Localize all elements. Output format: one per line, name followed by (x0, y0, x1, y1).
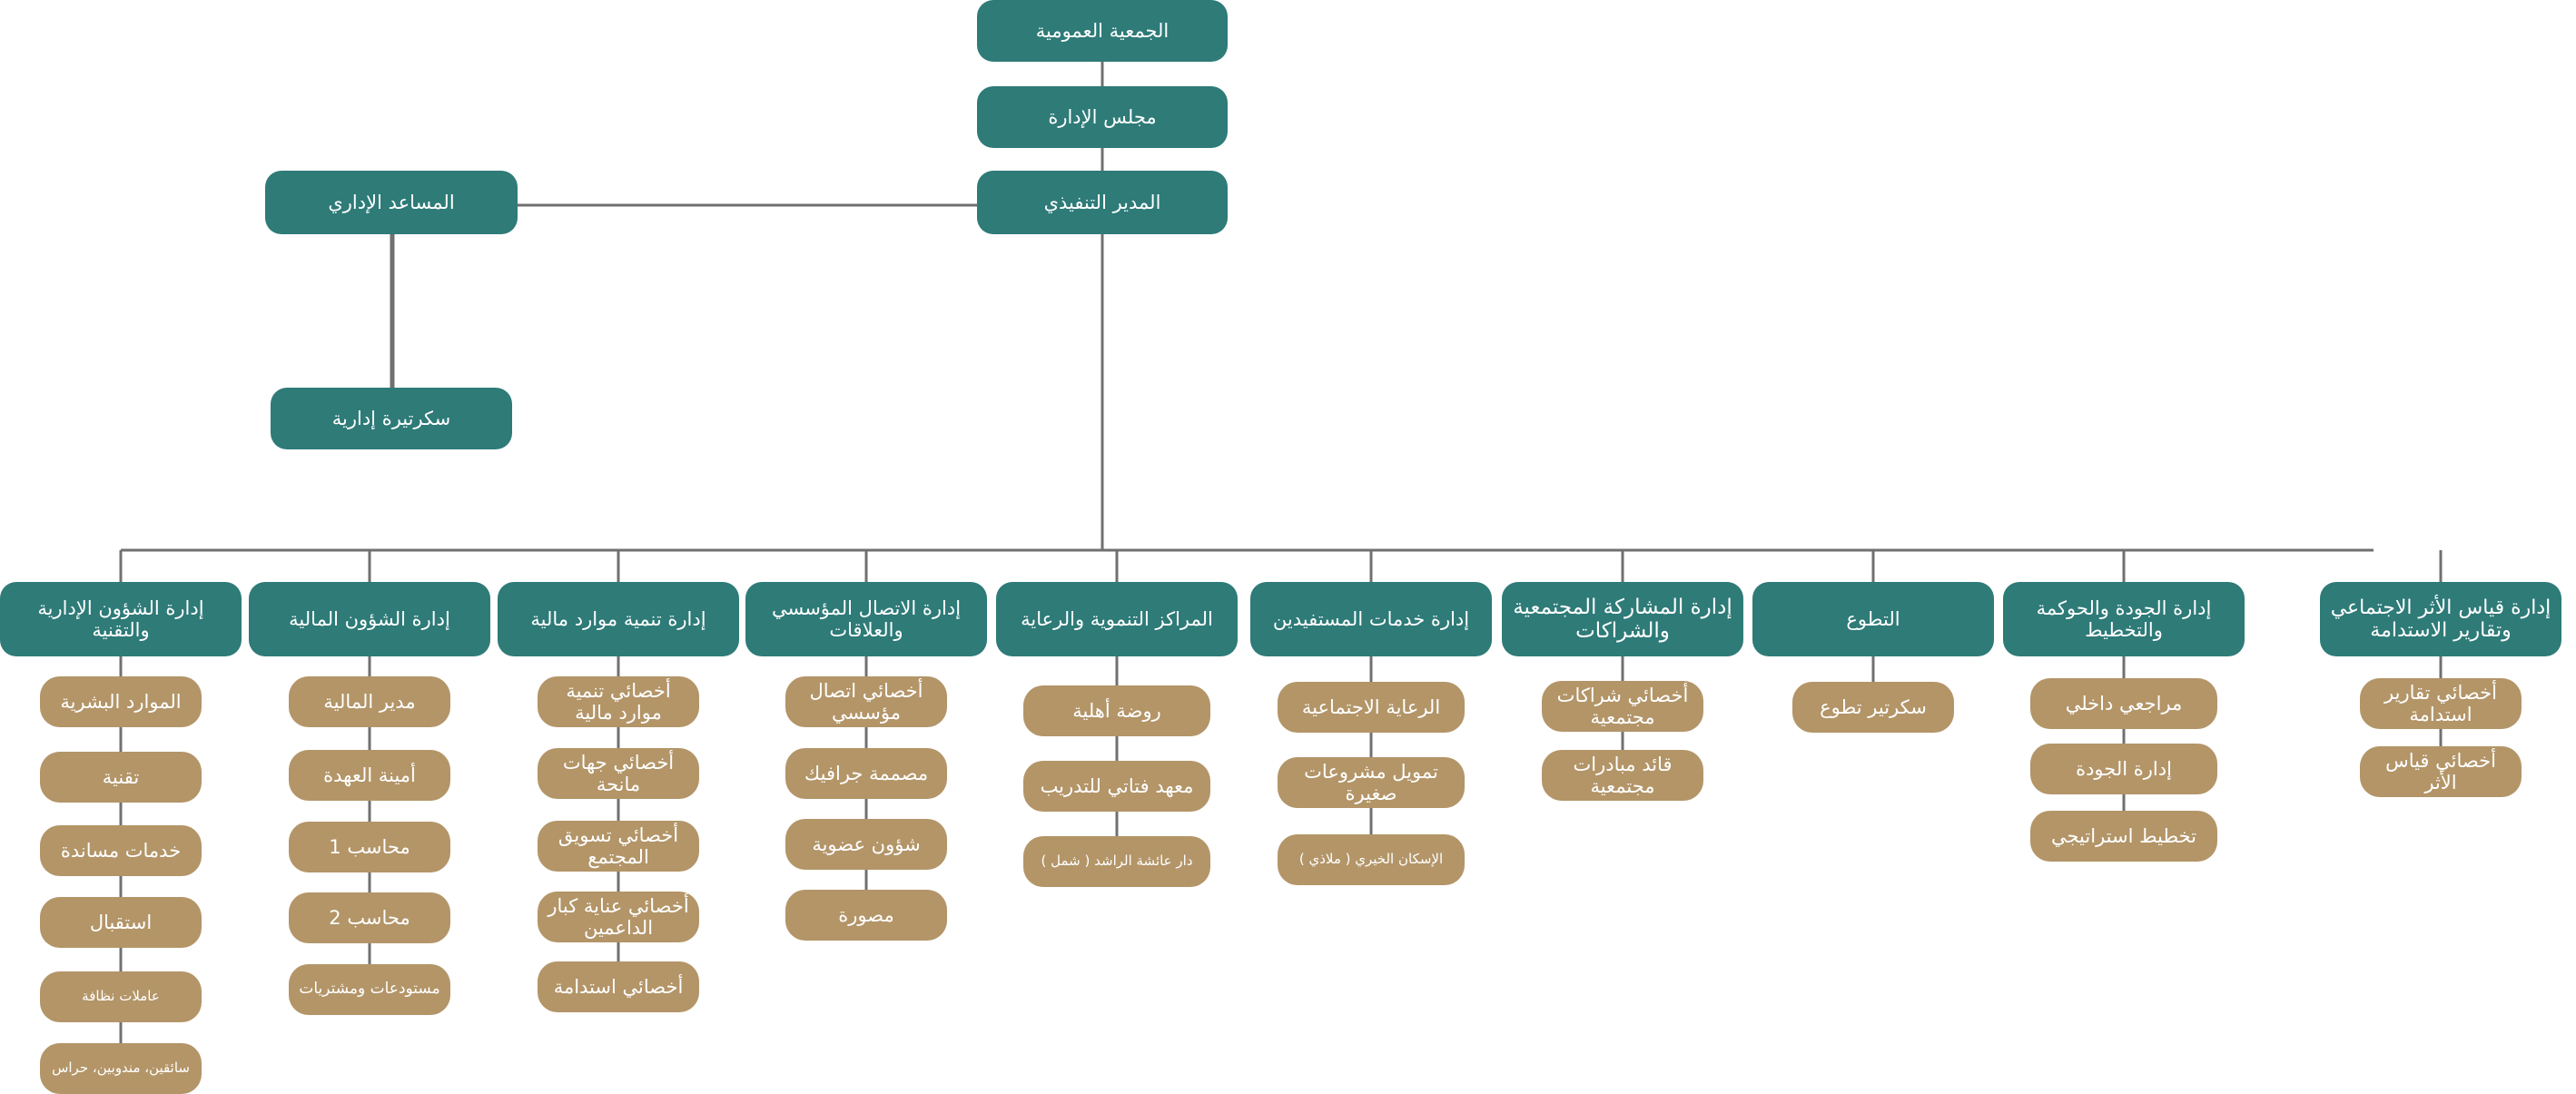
role-box-1-6: سائقين، مندوبين، حراس (40, 1043, 202, 1094)
role-box-8-1: سكرتير تطوع (1792, 682, 1954, 733)
role-box-3-4: أخصائي عناية كبار الداعمين (538, 892, 699, 942)
department-box-10: إدارة قياس الأثر الاجتماعي وتقارير الاست… (2320, 582, 2561, 656)
role-box-10-2: أخصائي قياس الأثر (2360, 746, 2522, 797)
role-box-3-3: أخصائي تسويق المجتمع (538, 821, 699, 872)
role-box-6-2: تمويل مشروعات صغيرة (1278, 757, 1465, 808)
role-box-3-1: أخصائي تنمية موارد مالية (538, 676, 699, 727)
admin-assistant-box: المساعد الإداري (265, 171, 518, 234)
general-assembly-box: الجمعية العمومية (977, 0, 1228, 62)
admin-secretary-box: سكرتيرة إدارية (271, 388, 512, 449)
role-box-1-4: استقبال (40, 897, 202, 948)
role-box-3-5: أخصائي استدامة (538, 961, 699, 1012)
role-box-2-4: محاسب 2 (289, 892, 450, 943)
role-box-2-5: مستودعات ومشتريات (289, 964, 450, 1015)
role-box-4-2: مصممة جرافيك (785, 748, 947, 799)
role-box-1-3: خدمات مساندة (40, 825, 202, 876)
role-box-10-1: أخصائي تقارير استدامة (2360, 678, 2522, 729)
role-box-1-5: عاملات نظافة (40, 971, 202, 1022)
role-box-1-1: الموارد البشرية (40, 676, 202, 727)
role-box-7-1: أخصائي شراكات مجتمعية (1542, 681, 1703, 732)
role-box-2-2: أمينة العهدة (289, 750, 450, 801)
department-box-1: إدارة الشؤون الإدارية والتقنية (0, 582, 242, 656)
role-box-4-1: أخصائي اتصال مؤسسي (785, 676, 947, 727)
executive-director-box: المدير التنفيذي (977, 171, 1228, 234)
department-box-3: إدارة تنمية موارد مالية (498, 582, 739, 656)
role-box-7-2: قائد مبادرات مجتمعية (1542, 750, 1703, 801)
role-box-3-2: أخصائي جهات مانحة (538, 748, 699, 799)
role-box-6-3: الإسكان الخيري ( ملاذي ) (1278, 834, 1465, 885)
department-box-8: التطوع (1752, 582, 1994, 656)
role-box-6-1: الرعاية الاجتماعية (1278, 682, 1465, 733)
role-box-5-2: معهد فتاتي للتدريب (1023, 761, 1210, 812)
role-box-2-1: مدير المالية (289, 676, 450, 727)
role-box-2-3: محاسب 1 (289, 822, 450, 872)
role-box-9-3: تخطيط استراتيجي (2030, 811, 2217, 862)
department-box-5: المراكز التنموية والرعاية (996, 582, 1238, 656)
role-box-9-1: مراجعي داخلي (2030, 678, 2217, 729)
department-box-9: إدارة الجودة والحوكمة والتخطيط (2003, 582, 2245, 656)
department-box-6: إدارة خدمات المستفيدين (1250, 582, 1492, 656)
role-box-5-1: روضة أهلية (1023, 685, 1210, 736)
role-box-9-2: إدارة الجودة (2030, 744, 2217, 794)
role-box-1-2: تقنية (40, 752, 202, 803)
role-box-4-3: شؤون عضوية (785, 819, 947, 870)
department-box-4: إدارة الاتصال المؤسسي والعلاقات (745, 582, 987, 656)
department-box-7: إدارة المشاركة المجتمعية والشراكات (1502, 582, 1743, 656)
role-box-4-4: مصورة (785, 890, 947, 941)
board-box: مجلس الإدارة (977, 86, 1228, 148)
department-box-2: إدارة الشؤون المالية (249, 582, 490, 656)
role-box-5-3: دار عائشة الراشد ( شمل ) (1023, 836, 1210, 887)
